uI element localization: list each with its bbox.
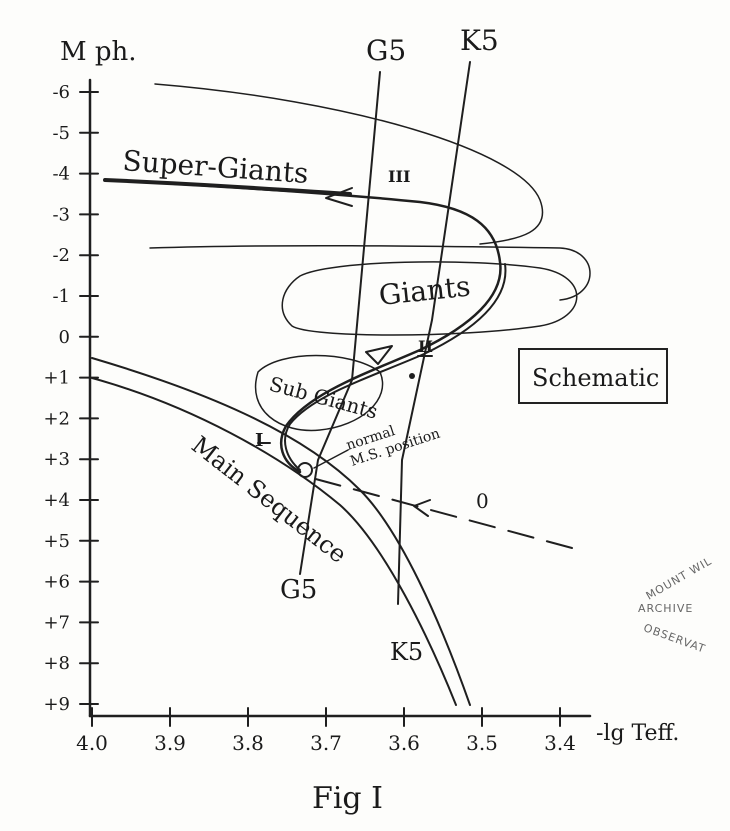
x-axis-tick-labels: 4.0 3.9 3.8 3.7 3.6 3.5 3.4	[76, 731, 576, 755]
x-tick-label: 3.8	[232, 731, 264, 755]
main-sequence-label: Main Sequence	[186, 431, 352, 569]
k5-top-label: K5	[460, 24, 499, 57]
supergiant-thick-arrow	[103, 178, 352, 196]
track-arrowhead-iii	[325, 187, 353, 207]
schematic-box	[518, 348, 668, 404]
evolutionary-track	[103, 178, 502, 474]
y-tick-label: -2	[52, 245, 70, 266]
y-tick-label: +5	[43, 531, 70, 552]
y-axis-label: M ph.	[60, 37, 137, 67]
phase-iii-label: III	[388, 167, 410, 186]
y-axis-tick-labels: -6 -5 -4 -3 -2 -1 0 +1 +2 +3 +4 +5 +6 +7 +8 +9	[43, 82, 70, 715]
x-tick-label: 3.9	[154, 731, 186, 755]
y-tick-label: +3	[43, 449, 70, 470]
g5-line	[299, 71, 381, 575]
phase-i-label: I	[255, 430, 263, 451]
y-tick-label: +8	[43, 653, 70, 674]
y-tick-label: +6	[43, 572, 70, 593]
phase-0-dashed-arrow	[311, 477, 573, 549]
sub-giants-region	[254, 354, 384, 432]
giants-label: Giants	[377, 270, 472, 312]
g5-bottom-label: G5	[280, 575, 317, 605]
x-tick-label: 3.7	[310, 731, 342, 755]
y-tick-label: +7	[43, 612, 70, 633]
x-tick-label: 4.0	[76, 731, 108, 755]
y-tick-label: +4	[43, 490, 70, 511]
phase-0-arrowhead	[413, 499, 431, 517]
stamp-middle-text: ARCHIVE	[638, 602, 694, 615]
phase-0-label: 0	[476, 489, 489, 513]
x-tick-label: 3.4	[544, 731, 576, 755]
k5-bottom-label: K5	[390, 638, 423, 666]
normal-ms-position-marker	[297, 462, 313, 478]
giants-region	[281, 261, 578, 336]
phase-ii-label: II	[418, 337, 433, 356]
y-tick-label: -4	[52, 164, 70, 185]
supergiant-envelope-upper	[154, 83, 544, 245]
x-tick-label: 3.6	[388, 731, 420, 755]
y-tick-label: -5	[52, 123, 70, 144]
y-tick-label: +9	[43, 694, 70, 715]
y-tick-label: -3	[52, 204, 70, 225]
x-tick-label: 3.5	[466, 731, 498, 755]
normal-ms-pointer	[313, 449, 349, 469]
y-tick-label: 0	[59, 327, 70, 348]
schematic-label: Schematic	[532, 364, 659, 392]
main-sequence-upper-curve	[91, 357, 471, 706]
track-arrowhead-ii	[365, 345, 393, 365]
g5-top-label: G5	[366, 34, 406, 67]
y-tick-label: +1	[43, 368, 70, 389]
y-tick-label: -1	[52, 286, 70, 307]
x-axis-label: -lg Teff.	[596, 721, 679, 746]
evolutionary-track-inner	[284, 263, 507, 471]
figure-caption: Fig I	[312, 781, 383, 816]
archive-stamp: MOUNT WIL ARCHIVE OBSERVAT	[628, 554, 722, 656]
supergiant-envelope-lower	[149, 244, 591, 301]
y-axis-tick-marks	[79, 91, 99, 705]
y-tick-label: +2	[43, 408, 70, 429]
x-axis-tick-marks	[91, 707, 561, 727]
k5-track-dot	[409, 373, 415, 379]
k5-line	[397, 61, 471, 605]
main-sequence-lower-curve	[91, 377, 457, 706]
y-tick-label: -6	[52, 82, 70, 103]
